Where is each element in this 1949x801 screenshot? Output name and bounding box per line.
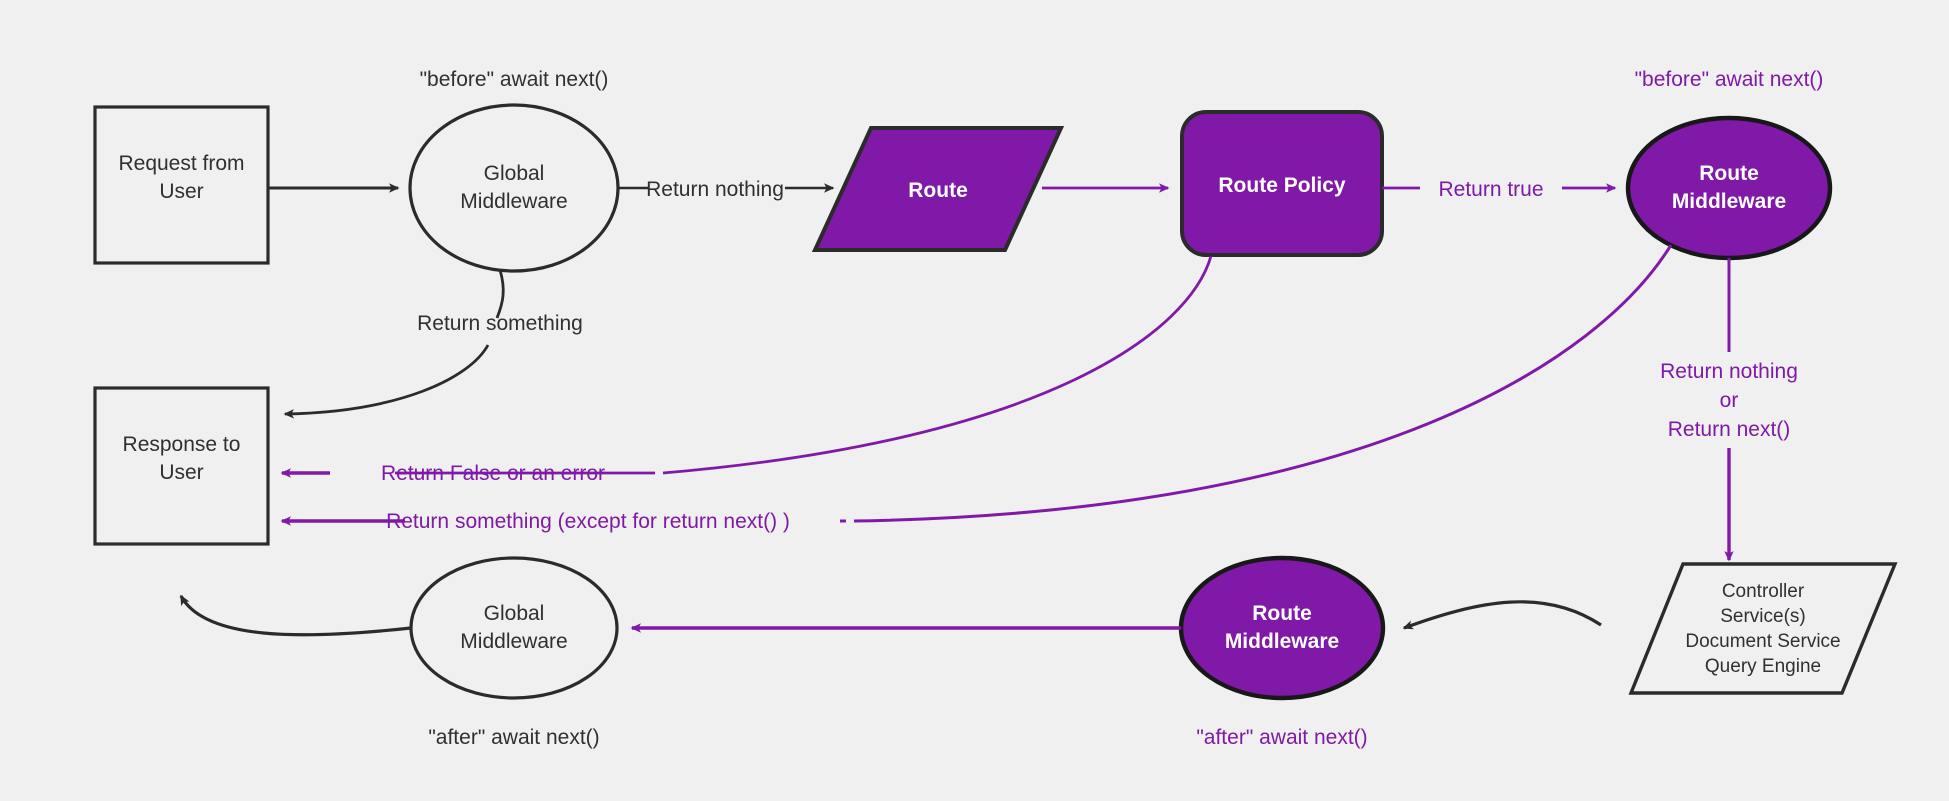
node-route-middleware-top bbox=[1625, 115, 1833, 261]
node-global-middleware-bottom bbox=[409, 556, 619, 700]
node-global-middleware-top bbox=[408, 103, 620, 273]
edge-route-policy-return-false-curve bbox=[662, 255, 1213, 475]
node-route-middleware-bottom bbox=[1178, 555, 1386, 701]
node-response-to-user bbox=[93, 386, 270, 546]
edge-controller-to-route-middleware-bottom bbox=[1402, 600, 1602, 630]
node-request-from-user bbox=[93, 105, 270, 265]
node-route bbox=[811, 126, 1065, 252]
edge-global-middleware-return-something-stub bbox=[495, 269, 505, 319]
edge-global-middleware-return-something-curve bbox=[283, 344, 490, 419]
edge-route-middleware-return-something-curve bbox=[853, 244, 1673, 523]
node-controller-services bbox=[1628, 562, 1898, 695]
edge-global-mw-bottom-to-response bbox=[179, 594, 412, 637]
node-route-policy bbox=[1180, 110, 1384, 257]
